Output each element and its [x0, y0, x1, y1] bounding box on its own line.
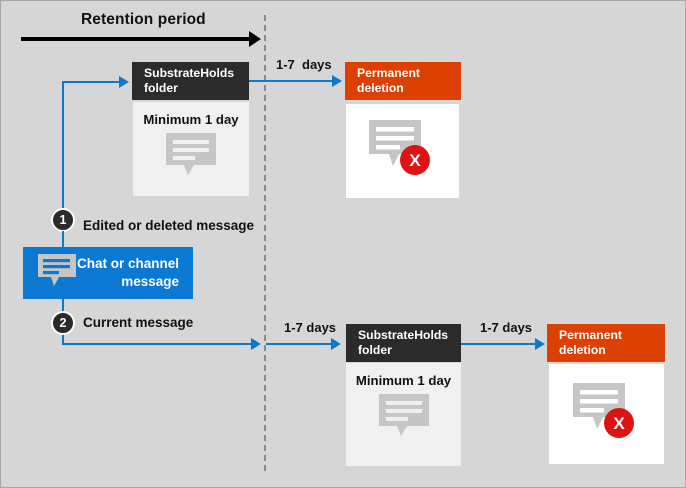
substrateholds-caption-top: Minimum 1 day: [143, 112, 239, 127]
substrateholds-line1-bottom: SubstrateHolds: [358, 327, 449, 342]
substrateholds-panel-top: Minimum 1 day: [133, 102, 249, 196]
connector-step2-arrowhead: [251, 338, 261, 350]
duration-label-top: 1-7 days: [276, 57, 332, 72]
substrateholds-folder-header-bottom: SubstrateHolds folder: [346, 324, 461, 362]
step-badge-2: 2: [51, 311, 75, 335]
connector-to-deletion-bottom: [461, 343, 536, 345]
message-icon: [37, 253, 77, 294]
chat-or-channel-message-label: Chat or channel message: [77, 256, 180, 289]
step-badge-1: 1: [51, 208, 75, 232]
connector-badge1-to-source: [62, 231, 64, 248]
step-badge-1-number: 1: [59, 212, 67, 227]
permanent-deletion-line2-bottom: deletion: [559, 343, 606, 357]
substrateholds-folder-header-text-top: SubstrateHolds folder: [144, 66, 234, 97]
substrateholds-folder-header-text-bottom: SubstrateHolds folder: [358, 328, 448, 359]
permanent-deletion-panel-top: X: [346, 104, 459, 198]
permanent-deletion-header-bottom: Permanent deletion: [547, 324, 665, 362]
retention-period-title: Retention period: [81, 11, 206, 28]
connector-step1-horizontal: [62, 81, 120, 83]
connector-to-substrateholds-bottom: [266, 343, 332, 345]
connector-top-to-deletion: [249, 80, 333, 82]
substrateholds-line1-top: SubstrateHolds: [144, 65, 235, 80]
connector-to-substrateholds-bottom-arrowhead: [331, 338, 341, 350]
message-deleted-icon: X: [367, 118, 439, 185]
message-deleted-icon: X: [571, 381, 643, 448]
step-label-1: Edited or deleted message: [83, 218, 255, 233]
connector-top-to-deletion-arrowhead: [332, 75, 342, 87]
permanent-deletion-line1-bottom: Permanent: [559, 327, 622, 342]
retention-timeline-line: [21, 37, 253, 41]
substrateholds-line2-top: folder: [144, 81, 178, 95]
step-badge-2-number: 2: [59, 315, 67, 330]
substrateholds-caption-bottom: Minimum 1 day: [355, 373, 452, 388]
connector-step1-arrowhead: [119, 76, 129, 88]
step-label-2: Current message: [83, 315, 194, 330]
substrateholds-line2-bottom: folder: [358, 343, 392, 357]
connector-step2-vertical: [62, 335, 64, 345]
duration-label-bottom-right: 1-7 days: [480, 320, 533, 335]
permanent-deletion-panel-bottom: X: [549, 364, 664, 464]
connector-step1-vertical: [62, 81, 64, 211]
retention-boundary-dashed-line: [264, 15, 266, 471]
retention-timeline-arrowhead: [249, 31, 261, 47]
permanent-deletion-header-text-bottom: Permanent deletion: [559, 328, 622, 359]
chat-or-channel-message-box: Chat or channel message: [23, 247, 193, 299]
duration-label-bottom-left: 1-7 days: [284, 320, 337, 335]
permanent-deletion-line2-top: deletion: [357, 81, 404, 95]
svg-text:X: X: [409, 151, 421, 170]
connector-step2-horizontal: [62, 343, 252, 345]
permanent-deletion-header-top: Permanent deletion: [345, 62, 461, 100]
svg-text:X: X: [613, 414, 625, 433]
substrateholds-folder-header-top: SubstrateHolds folder: [132, 62, 249, 100]
message-icon: [377, 392, 431, 445]
message-icon: [164, 131, 218, 184]
permanent-deletion-header-text-top: Permanent deletion: [357, 66, 420, 97]
connector-source-to-badge2: [62, 299, 64, 312]
permanent-deletion-line1-top: Permanent: [357, 65, 420, 80]
connector-to-deletion-bottom-arrowhead: [535, 338, 545, 350]
substrateholds-panel-bottom: Minimum 1 day: [346, 363, 461, 466]
